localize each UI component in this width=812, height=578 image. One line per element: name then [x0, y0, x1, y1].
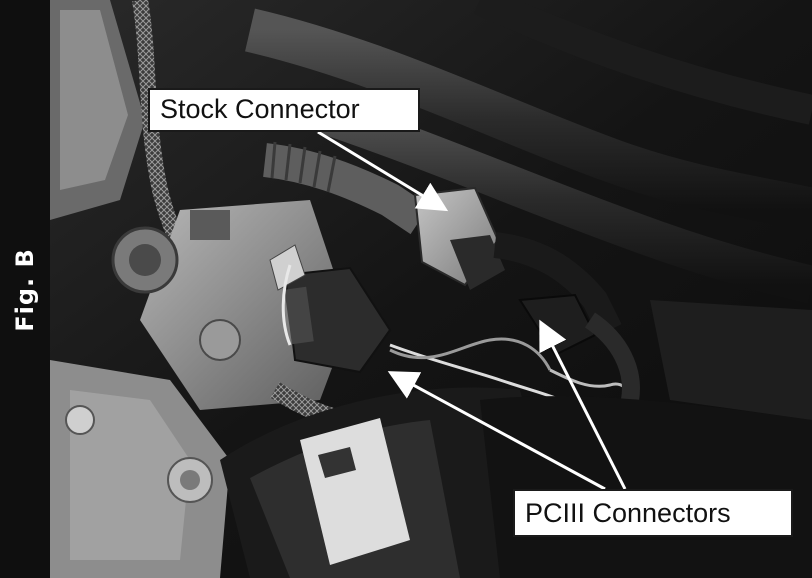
stock-connector-callout: Stock Connector [148, 88, 420, 132]
pciii-connectors-callout: PCIII Connectors [513, 489, 793, 537]
engine-casing [50, 360, 230, 578]
pciii-wire-grey [389, 337, 552, 371]
lower-right-shadow [480, 396, 812, 578]
figure-label: Fig. B [11, 248, 39, 332]
figure-sidebar: Fig. B [0, 0, 50, 578]
stock-connector [413, 186, 622, 336]
right-dark-area [650, 300, 812, 420]
pciii-connector [269, 244, 392, 374]
hose-upper [245, 8, 812, 232]
hose-top-right [473, 0, 812, 125]
frame-tube-highlight [60, 10, 128, 190]
